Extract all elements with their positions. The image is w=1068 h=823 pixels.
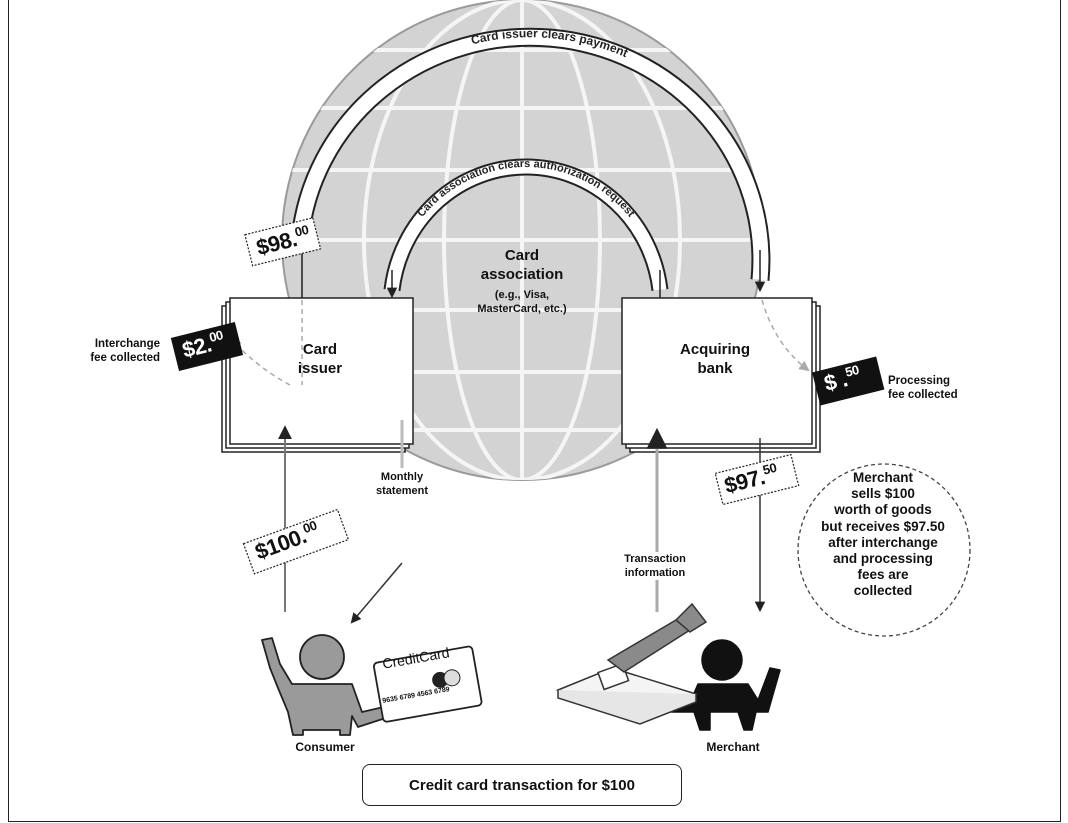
consumer-pays-tag xyxy=(242,508,350,575)
processing-fee-label: Processing fee collected xyxy=(888,375,958,401)
merchant-note: Merchant sells $100 worth of goods but r… xyxy=(821,470,945,599)
monthly-statement-arrow xyxy=(350,562,403,624)
processing-fee-arrow xyxy=(761,299,810,372)
inner-arc xyxy=(383,158,669,300)
acquiring-bank-box xyxy=(621,297,821,453)
outer-arc xyxy=(290,27,771,300)
card-reader-icon xyxy=(555,602,708,725)
processing-fee-tag xyxy=(812,356,885,406)
consumer-figure xyxy=(261,634,393,736)
merchant-label: Merchant xyxy=(706,740,760,754)
caption-text: Credit card transaction for $100 xyxy=(409,776,635,794)
transaction-information-label: Transaction information xyxy=(600,552,710,580)
credit-card xyxy=(372,645,483,723)
merchant-receives-tag xyxy=(714,453,800,506)
monthly-statement-label: Monthly statement xyxy=(357,470,447,498)
card-issuer-box xyxy=(221,297,414,453)
interchange-fee-tag xyxy=(170,322,244,371)
merchant-note-circle xyxy=(797,463,971,637)
consumer-label: Consumer xyxy=(295,740,355,754)
card-association-label: Card association xyxy=(480,247,564,283)
merchant-figure xyxy=(663,639,781,731)
caption-box: Credit card transaction for $100 xyxy=(362,764,682,806)
issuer-payment-tag xyxy=(244,217,322,267)
acquiring-bank-label: Acquiring bank xyxy=(680,341,750,377)
card-association-examples: (e.g., Visa, MasterCard, etc.) xyxy=(477,289,567,315)
interchange-fee-label: Interchange fee collected xyxy=(90,338,160,364)
card-issuer-label: Card issuer xyxy=(297,341,343,377)
